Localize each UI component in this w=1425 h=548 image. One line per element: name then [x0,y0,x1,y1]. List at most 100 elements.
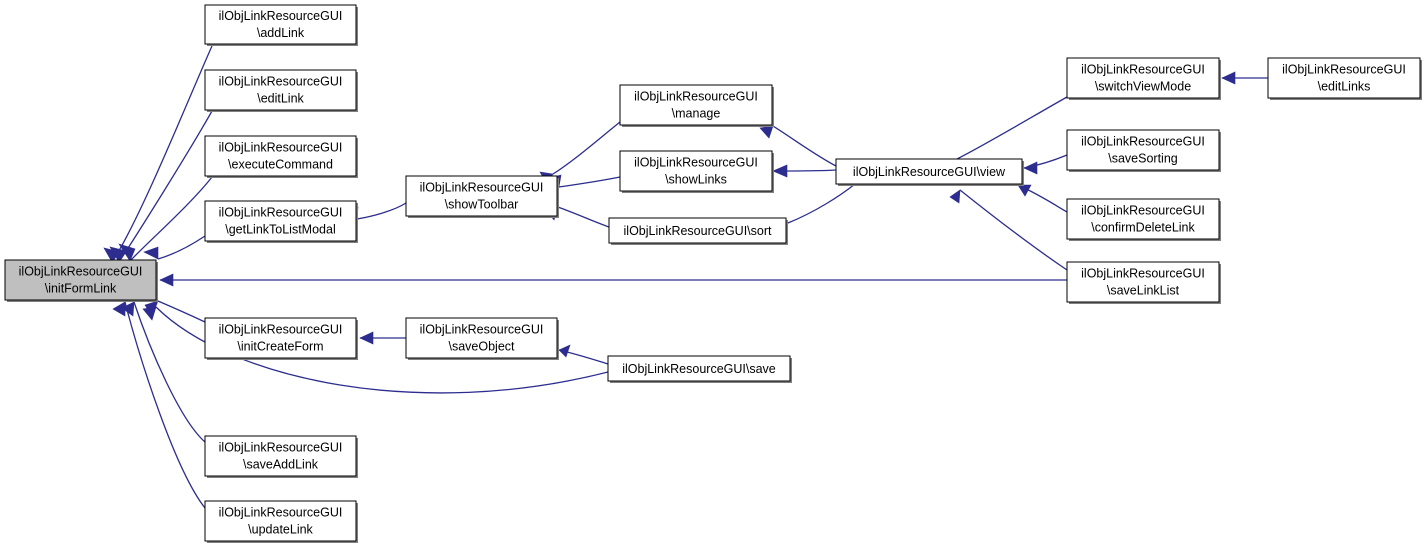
arrowhead-icon [359,331,374,345]
arrowhead-icon [759,125,774,139]
node-saveLinkList[interactable]: ilObjLinkResourceGUI \saveLinkList [1066,261,1221,304]
node-label-line2: \saveObject [448,339,515,353]
node-box[interactable] [608,217,787,244]
node-label-line2: \switchViewMode [1095,79,1191,93]
arrowhead-icon [118,243,136,262]
edge-saveObject-to-initCreateForm [359,331,406,345]
node-manage[interactable]: ilObjLinkResourceGUI \manage [619,84,774,127]
node-label-line1: ilObjLinkResourceGUI [219,9,343,23]
edge-line [558,176,621,188]
node-save[interactable]: ilObjLinkResourceGUI\save [607,355,792,383]
node-label-line2: \initFormLink [45,281,117,295]
node-view[interactable]: ilObjLinkResourceGUI\view [835,158,1024,186]
node-box[interactable] [204,4,357,45]
edge-line [787,183,856,224]
node-updateLink[interactable]: ilObjLinkResourceGUI\updateLink [204,500,358,543]
edge-line [356,202,407,220]
node-box[interactable] [1267,57,1421,99]
node-box[interactable] [204,317,357,359]
node-label-line2: \addLink [257,26,305,40]
edge-save-to-initFormLink [142,306,609,394]
edge-line [133,301,206,443]
node-initFormLink[interactable]: ilObjLinkResourceGUI \initFormLink [4,259,158,302]
arrowhead-icon [143,246,159,260]
node-box[interactable] [405,317,558,359]
edge-addLink-to-initFormLink [103,45,213,263]
node-saveAddLink[interactable]: ilObjLinkResourceGUI\saveAddLink [204,435,358,478]
node-executeCommand[interactable]: ilObjLinkResourceGUI\executeCommand [204,135,358,178]
node-box[interactable] [204,135,357,177]
edge-confirmDeleteLink-to-view [1017,184,1068,213]
node-box[interactable] [204,435,357,477]
edge-manage-to-showToolbar [539,121,621,185]
node-confirmDeleteLink[interactable]: ilObjLinkResourceGUI\confirmDeleteLink [1066,198,1221,241]
node-label-line2: \saveSorting [1108,151,1178,165]
node-label-line2: \showToolbar [445,197,519,211]
node-saveSorting[interactable]: ilObjLinkResourceGUI \saveSorting [1066,129,1221,172]
node-label-line1: ilObjLinkResourceGUI [1081,134,1205,148]
node-label-line2: \saveAddLink [243,457,319,471]
edge-line [552,121,621,175]
node-box[interactable] [1066,57,1220,99]
node-saveObject[interactable]: ilObjLinkResourceGUI \saveObject [405,317,559,360]
node-editLinks[interactable]: ilObjLinkResourceGUI \editLinks [1267,57,1422,100]
node-initCreateForm[interactable]: ilObjLinkResourceGUI \initCreateForm [204,317,358,360]
arrowhead-icon [112,301,126,317]
edge-save-to-saveObject [558,344,609,365]
edge-line [124,301,206,509]
arrowhead-icon [772,164,788,178]
node-sort[interactable]: ilObjLinkResourceGUI\sort [608,217,788,245]
node-label-line2: \editLinks [1318,79,1371,93]
node-box[interactable] [607,355,791,382]
node-showLinks[interactable]: ilObjLinkResourceGUI\showLinks [619,150,774,193]
edge-line [557,206,610,228]
node-editLink[interactable]: ilObjLinkResourceGUI\editLink [204,69,358,112]
node-box[interactable] [1066,198,1220,240]
node-box[interactable] [204,500,357,542]
edge-executeCommand-to-initFormLink [118,176,213,262]
node-label: ilObjLinkResourceGUI\view [853,165,1006,179]
node-label-line2: \showLinks [665,172,727,186]
node-label-line1: ilObjLinkResourceGUI [219,322,343,336]
edge-editLinks-to-switchViewMode [1221,71,1268,85]
node-label-line1: ilObjLinkResourceGUI [420,322,544,336]
node-label-line1: ilObjLinkResourceGUI [19,264,143,278]
edge-line [772,125,837,167]
node-box[interactable] [204,200,357,242]
node-box[interactable] [4,259,157,301]
edge-saveSorting-to-view [1023,154,1068,175]
node-label-line2: \saveLinkList [1107,283,1180,297]
node-switchViewMode[interactable]: ilObjLinkResourceGUI \switchViewMode [1066,57,1221,100]
node-getLinkToListModal[interactable]: ilObjLinkResourceGUI\getLinkToListModal [204,200,358,243]
edge-line [954,96,1068,161]
edge-saveLinkList-to-initFormLink [159,273,1067,287]
node-box[interactable] [204,69,357,111]
node-box[interactable] [619,84,773,126]
node-box[interactable] [405,175,558,217]
edge-line [155,306,609,394]
node-box[interactable] [835,158,1023,185]
node-label-line1: ilObjLinkResourceGUI [1081,266,1205,280]
node-label-line2: \executeCommand [228,157,333,171]
node-label-line1: ilObjLinkResourceGUI [1282,62,1406,76]
arrowhead-icon [1221,71,1236,85]
node-label: ilObjLinkResourceGUI\save [622,362,776,376]
node-label-line1: ilObjLinkResourceGUI [1081,62,1205,76]
arrowhead-icon [558,344,571,358]
node-showToolbar[interactable]: ilObjLinkResourceGUI\showToolbar [405,175,559,218]
node-label-line1: ilObjLinkResourceGUI [1081,203,1205,217]
node-label-line1: ilObjLinkResourceGUI [219,74,343,88]
node-label-line2: \manage [672,106,721,120]
edge-line [959,189,1068,271]
arrowhead-icon [159,273,174,287]
node-box[interactable] [1066,261,1220,303]
node-label-line2: \initCreateForm [237,339,323,353]
edge-view-to-showLinks [772,164,837,178]
node-box[interactable] [1066,129,1220,171]
node-box[interactable] [619,150,773,192]
nodes-layer: ilObjLinkResourceGUI\addLinkilObjLinkRes… [4,4,1422,543]
edge-line [129,176,213,262]
node-label-line1: ilObjLinkResourceGUI [634,89,758,103]
node-addLink[interactable]: ilObjLinkResourceGUI \addLink [204,4,358,46]
